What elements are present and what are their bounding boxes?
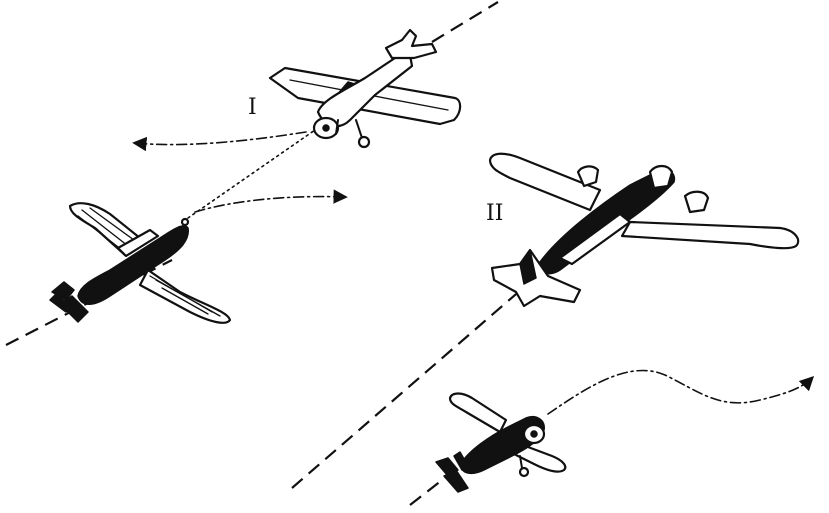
monoplane-top <box>268 28 462 149</box>
dashed-course-line-right <box>291 281 531 489</box>
dashed-course-line-top <box>431 1 499 43</box>
dash-dot-right-arrow <box>194 189 348 213</box>
dotted-sight-line <box>187 129 316 219</box>
bomber-right <box>488 152 800 308</box>
fighter-bottom <box>435 392 567 493</box>
dash-dot-bottom-arrow <box>547 369 815 415</box>
group-label-two: II <box>486 201 503 226</box>
group-label-one: I <box>248 95 257 120</box>
fighter-left <box>49 202 232 324</box>
dash-dot-left-arrow <box>132 131 307 152</box>
